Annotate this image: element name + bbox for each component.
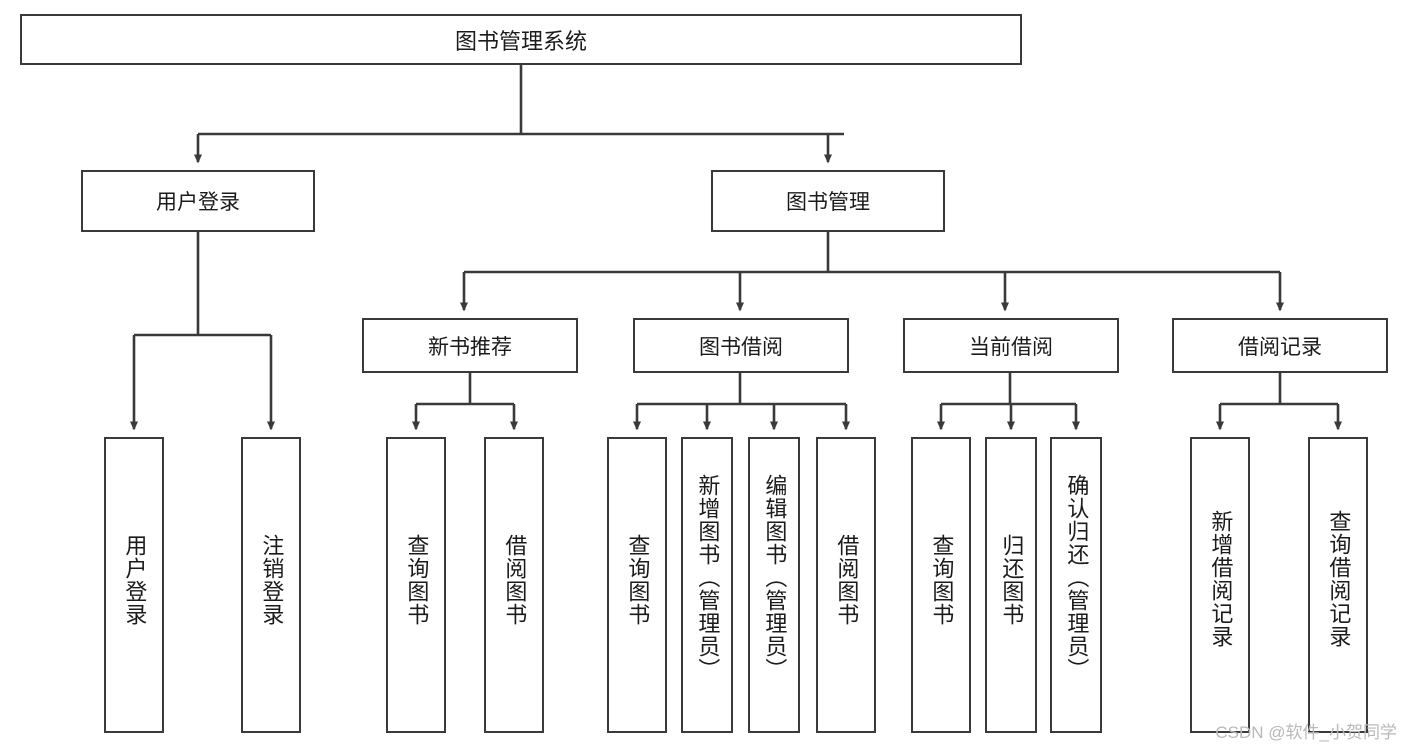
leaf-node[interactable]: 查询图书	[607, 437, 667, 733]
leaf-label: 新增借阅记录	[1208, 510, 1234, 648]
leaf-label: 查询图书	[404, 534, 430, 626]
node-label: 图书管理	[786, 191, 870, 214]
leaf-node[interactable]: 归还图书	[985, 437, 1037, 733]
leaf-label: 借阅图书	[502, 534, 528, 626]
node-new-book-recommendation[interactable]: 新书推荐	[362, 318, 578, 373]
node-label: 图书管理系统	[454, 28, 587, 54]
node-borrowing-records[interactable]: 借阅记录	[1172, 318, 1388, 373]
leaf-label: 归还图书	[999, 534, 1025, 626]
leaf-label: 注销登录	[259, 534, 285, 626]
node-root-book-management-system[interactable]: 图书管理系统	[20, 14, 1022, 65]
leaf-node[interactable]: 查询借阅记录	[1308, 437, 1368, 733]
leaf-label: 查询借阅记录	[1326, 510, 1352, 648]
leaf-node[interactable]: 借阅图书	[484, 437, 544, 733]
leaf-node[interactable]: 新增借阅记录	[1190, 437, 1250, 733]
leaf-node[interactable]: 查询图书	[386, 437, 446, 733]
leaf-node[interactable]: 确认归还（管理员）	[1050, 437, 1102, 733]
leaf-label: 查询图书	[929, 534, 955, 626]
node-label: 用户登录	[156, 191, 240, 214]
leaf-node[interactable]: 查询图书	[911, 437, 971, 733]
leaf-node[interactable]: 借阅图书	[816, 437, 876, 733]
leaf-node[interactable]: 新增图书（管理员）	[681, 437, 733, 733]
leaf-label: 新增图书（管理员）	[695, 474, 721, 681]
leaf-label: 确认归还（管理员）	[1064, 474, 1090, 681]
node-label: 借阅记录	[1238, 335, 1322, 359]
leaf-label: 借阅图书	[834, 534, 860, 626]
node-book-management[interactable]: 图书管理	[711, 170, 945, 232]
leaf-node[interactable]: 用户登录	[104, 437, 164, 733]
leaf-node[interactable]: 注销登录	[241, 437, 301, 733]
node-book-borrowing[interactable]: 图书借阅	[633, 318, 849, 373]
leaf-label: 用户登录	[122, 534, 148, 626]
leaf-label: 查询图书	[625, 534, 651, 626]
node-current-borrowing[interactable]: 当前借阅	[903, 318, 1119, 373]
node-label: 图书借阅	[699, 335, 783, 359]
node-label: 当前借阅	[969, 335, 1053, 359]
node-label: 新书推荐	[428, 335, 512, 359]
node-user-login[interactable]: 用户登录	[81, 170, 315, 232]
leaf-label: 编辑图书（管理员）	[762, 474, 788, 681]
leaf-node[interactable]: 编辑图书（管理员）	[748, 437, 800, 733]
